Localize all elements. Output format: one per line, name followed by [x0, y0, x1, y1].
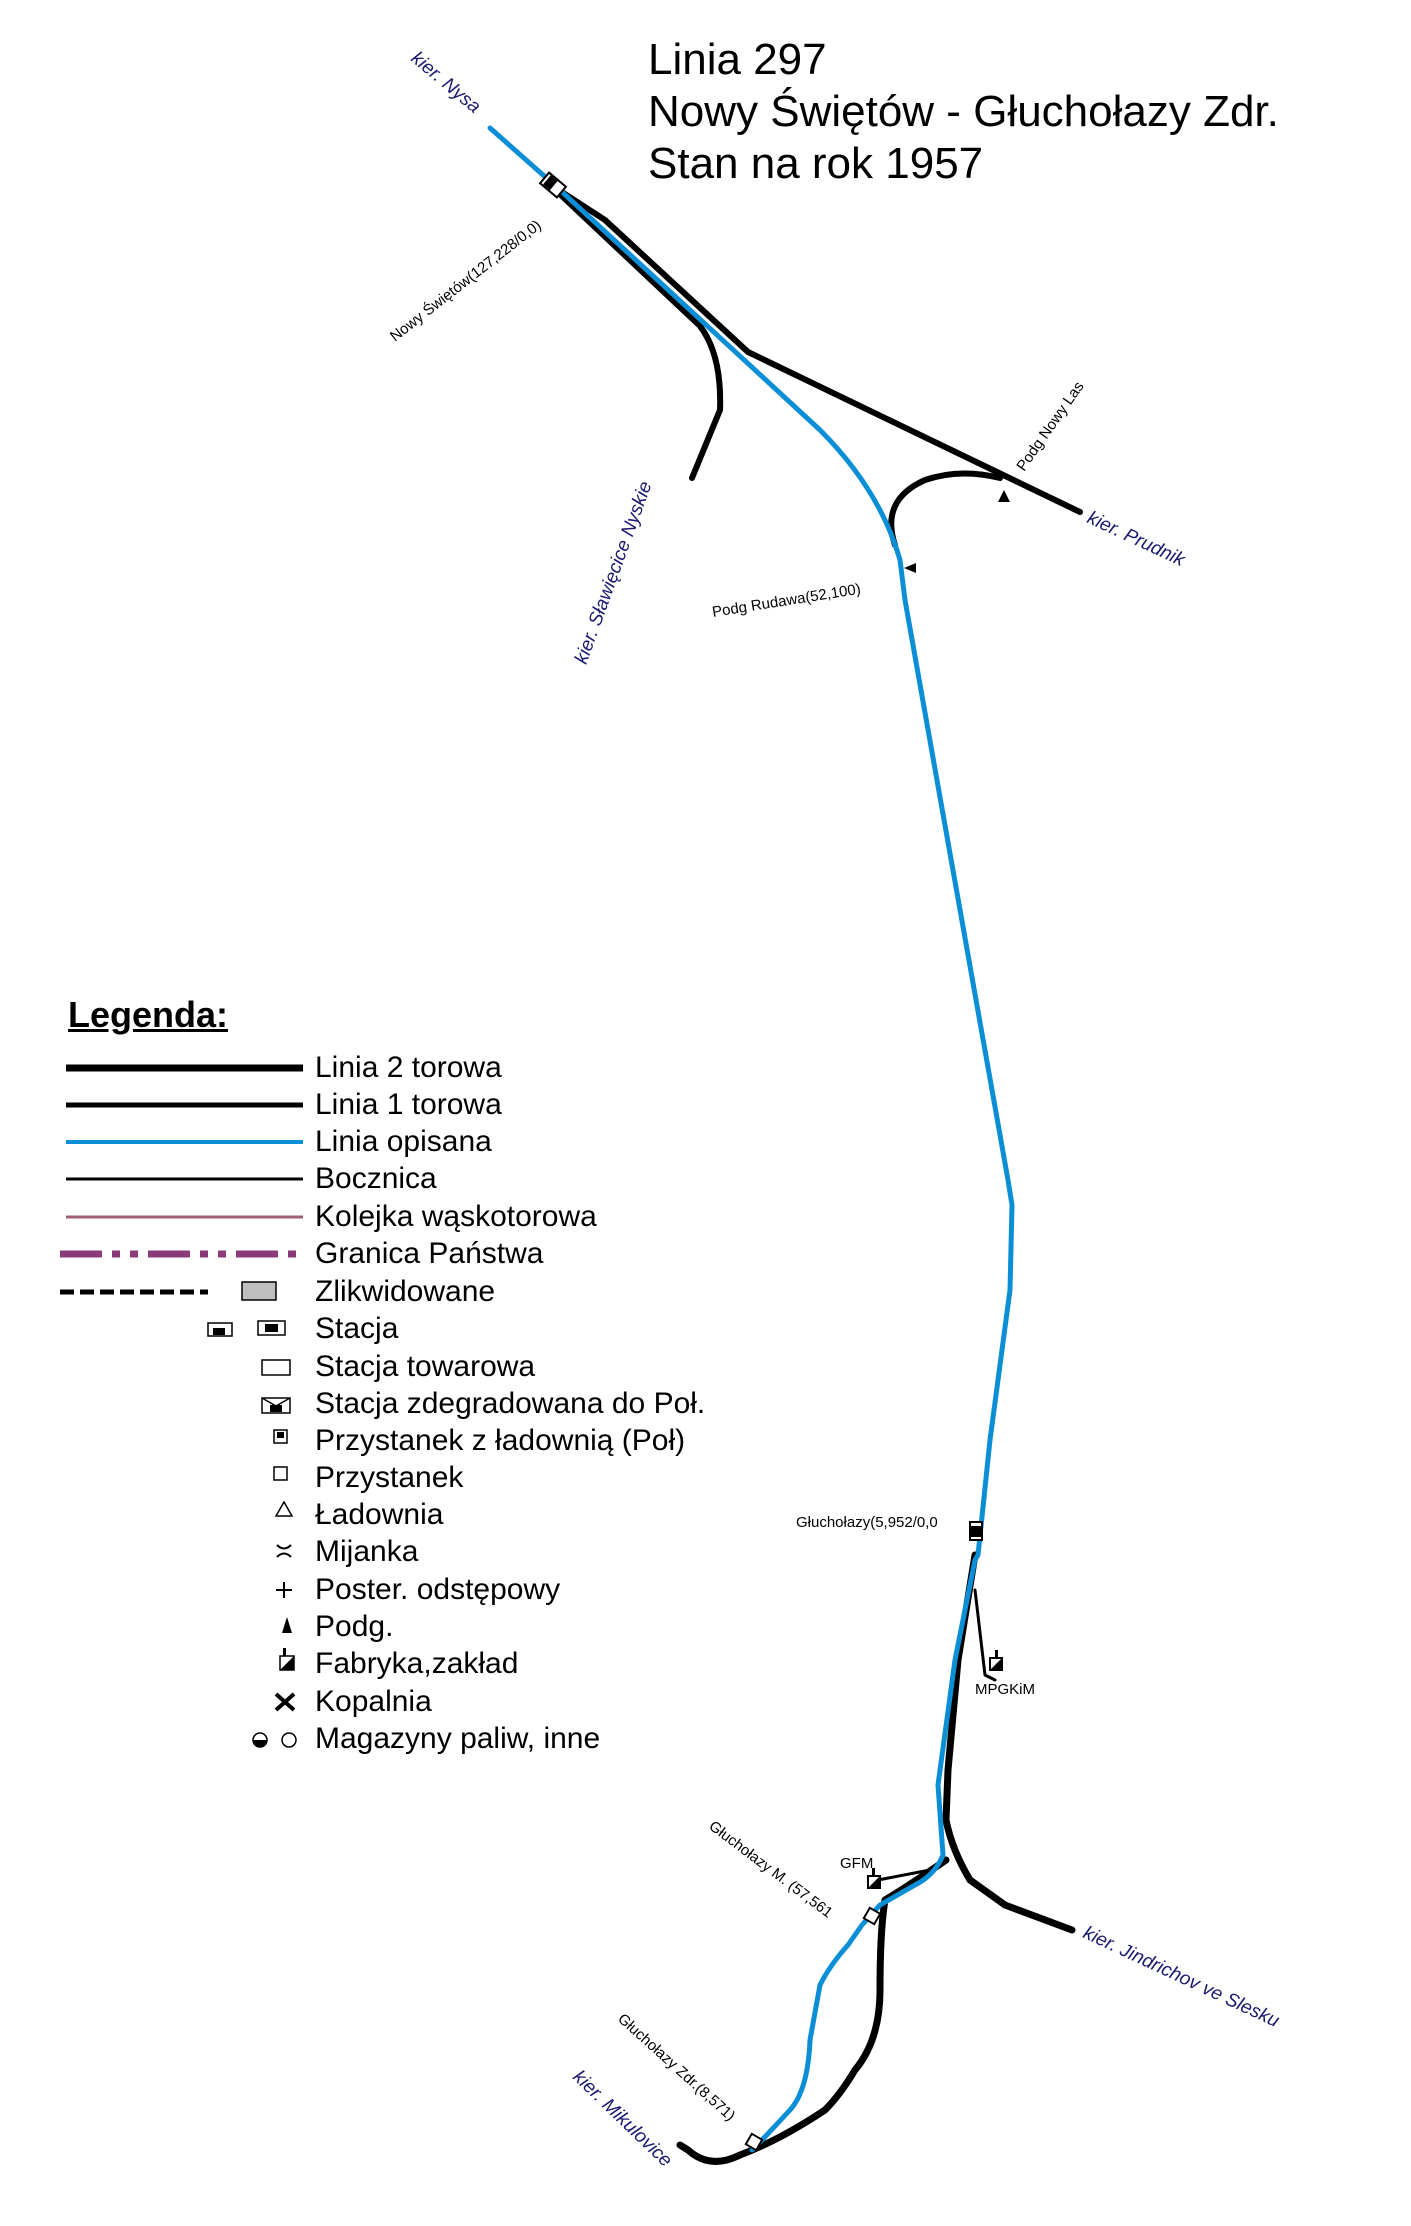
podg-nowy-las-label: Podg Nowy Las	[1013, 378, 1087, 474]
track-gfm-siding	[876, 1868, 932, 1882]
title-line-3: Stan na rok 1957	[648, 139, 984, 188]
legend-loading-icon	[274, 1500, 294, 1517]
gfm-label: GFM	[840, 1855, 873, 1872]
legend-stop-icon	[273, 1466, 288, 1481]
legend-other-store-icon	[281, 1732, 297, 1748]
legend-item: Linia opisana	[315, 1125, 492, 1158]
factory-gfm-icon	[867, 1868, 881, 1889]
legend-item: Mijanka	[315, 1535, 419, 1568]
legend-item: Fabryka,zakład	[315, 1647, 519, 1680]
legend-item: Stacja towarowa	[315, 1350, 536, 1383]
legend-factory-icon	[279, 1648, 295, 1671]
map-title: Linia 297 Nowy Świętów - Głuchołazy Zdr.…	[648, 34, 1279, 190]
legend-item: Magazyny paliw, inne	[315, 1722, 601, 1755]
track-mpgkim-siding	[973, 1588, 997, 1682]
legend-item: Stacja zdegradowana do Poł.	[315, 1387, 706, 1420]
legend-mine-icon	[274, 1692, 296, 1712]
legend-item: Przystanek z ładownią (Poł)	[315, 1424, 686, 1457]
legend-item: Kolejka wąskotorowa	[315, 1200, 597, 1233]
legend-item: Kopalnia	[315, 1685, 432, 1718]
podg-nowy-las-icon	[998, 490, 1010, 502]
legend-item: Stacja	[315, 1312, 399, 1345]
dir-slawiecice-label: kier. Sławięcice Nyskie	[571, 479, 657, 667]
dir-jindrichov-label: kier. Jindrichov ve Slesku	[1080, 1922, 1283, 2032]
glucholazy-label: Głuchołazy(5,952/0,0	[796, 1514, 938, 1531]
podg-rudawa-icon	[904, 563, 916, 573]
legend-heading: Legenda:	[68, 994, 229, 1035]
title-line-2: Nowy Świętów - Głuchołazy Zdr.	[648, 87, 1279, 136]
track-glucholazy-main	[942, 1551, 1076, 1934]
station-symbols	[538, 171, 983, 2152]
legend-item: Ładownia	[315, 1498, 444, 1531]
factory-mpgkim-icon	[989, 1650, 1003, 1671]
legend-podg-icon	[282, 1617, 292, 1633]
dir-nysa-label: kier. Nysa	[407, 48, 485, 118]
track-to-slawiecice	[545, 180, 724, 481]
track-nowy-las-loop	[888, 470, 1003, 548]
nowy-swietow-label: Nowy Świętów(127,228/0,0)	[386, 216, 544, 345]
podg-rudawa-label: Podg Rudawa(52,100)	[711, 581, 862, 621]
legend-item: Poster. odstępowy	[315, 1573, 561, 1606]
glucholazy-zdr-stop-icon	[744, 2132, 764, 2152]
legend-item: Zlikwidowane	[315, 1275, 496, 1308]
dir-mikulovice-label: kier. Mikulovice	[569, 2066, 677, 2171]
legend-symbols	[60, 1064, 303, 1748]
legend-removed-area	[241, 1281, 277, 1301]
dir-prudnik-label: kier. Prudnik	[1084, 507, 1189, 571]
described-line-297	[487, 125, 1015, 2153]
legend-item: Podg.	[315, 1610, 394, 1643]
black-tracks	[545, 180, 1083, 2165]
legend-item: Granica Państwa	[315, 1237, 544, 1270]
legend-passing-loop-icon	[276, 1544, 292, 1558]
legend-item: Linia 2 torowa	[315, 1051, 502, 1084]
glucholazy-m-stop-icon	[862, 1906, 882, 1926]
legend-item: Bocznica	[315, 1162, 437, 1195]
title-line-1: Linia 297	[648, 35, 827, 84]
legend-item: Przystanek	[315, 1461, 464, 1494]
legend-block-post-icon	[276, 1582, 292, 1598]
glucholazy-m-label: Głuchołazy M. (57,561	[706, 1818, 836, 1922]
legend-item: Linia 1 torowa	[315, 1088, 502, 1121]
mpgkim-label: MPGKiM	[975, 1681, 1035, 1698]
track-to-prudnik	[545, 180, 1083, 515]
glucholazy-zdr-label: Głuchołazy Zdr.(8,571)	[614, 2010, 738, 2124]
legend-freight-station-icon	[261, 1359, 291, 1376]
